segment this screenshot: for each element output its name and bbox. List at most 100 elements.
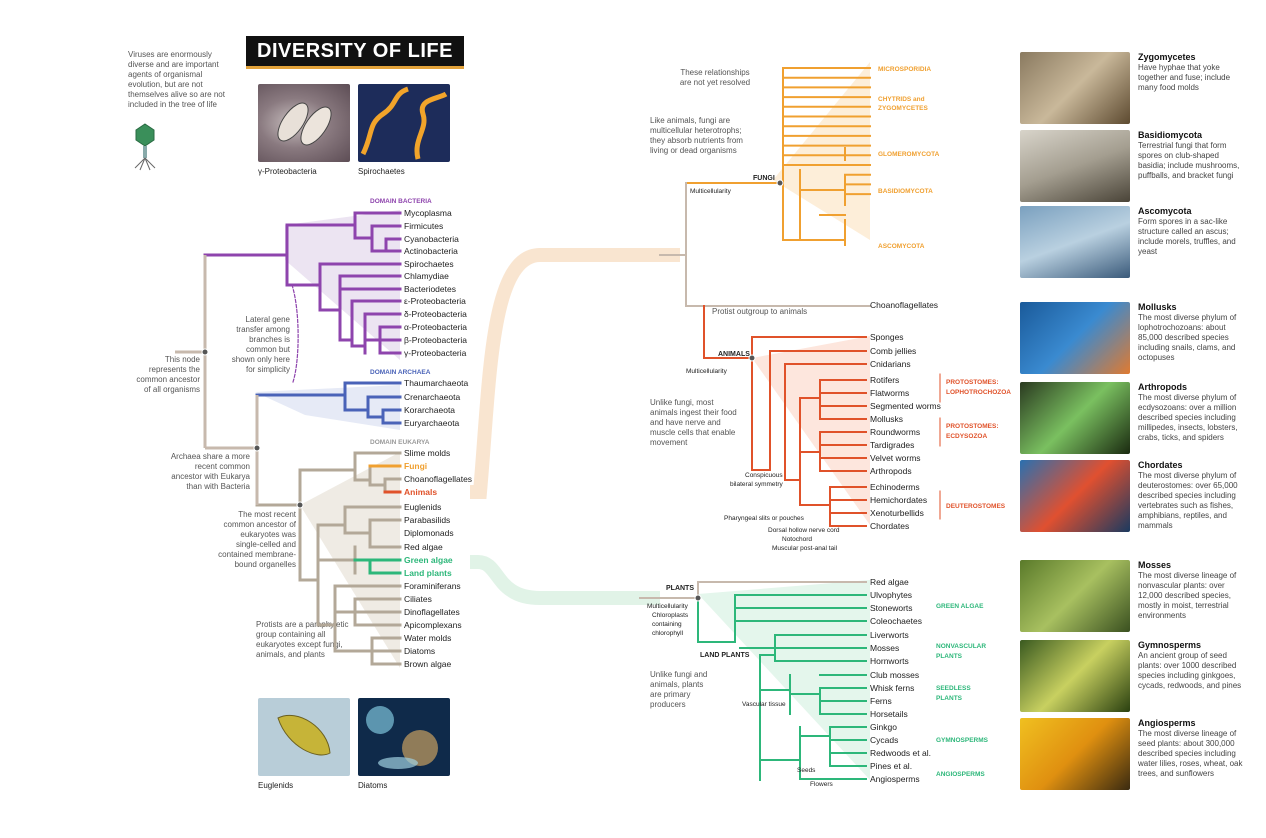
fungi-group-label: ZYGOMYCETES <box>878 105 929 112</box>
eukarya-taxon: Slime molds <box>404 448 450 458</box>
sidebar-photo <box>1020 302 1130 374</box>
plant-trait: chlorophyll <box>652 630 684 637</box>
sidebar-text: The most diverse phylum of lophotrochozo… <box>1138 313 1236 362</box>
plant-taxon: Pines et al. <box>870 761 912 771</box>
sidebar-text: Form spores in a sac-like structure call… <box>1138 217 1236 256</box>
eukarya-node <box>297 502 303 508</box>
animal-taxon: Tardigrades <box>870 440 914 450</box>
plant-trait: Chloroplasts <box>652 612 689 619</box>
animal-taxon: Sponges <box>870 332 904 342</box>
fungi-group-label: CHYTRIDS and <box>878 96 925 103</box>
animal-group-label: PROTOSTOMES: <box>946 379 999 386</box>
sidebar-description: AscomycotaForm spores in a sac-like stru… <box>1138 206 1246 257</box>
plant-group-label: ANGIOSPERMS <box>936 771 985 778</box>
lateral-transfer-arrow <box>292 285 298 382</box>
plant-taxon: Club mosses <box>870 670 919 680</box>
bacteria-taxon: δ-Proteobacteria <box>404 309 467 319</box>
plant-taxon: Stoneworts <box>870 603 913 613</box>
animal-taxon: Hemichordates <box>870 495 927 505</box>
branch <box>257 470 300 580</box>
animal-taxon: Flatworms <box>870 388 909 398</box>
ae-node <box>254 445 260 451</box>
sidebar-photo <box>1020 206 1130 278</box>
eukarya-taxon: Foraminiferans <box>404 581 461 591</box>
bacteria-taxon: ε-Proteobacteria <box>404 296 466 306</box>
eukarya-taxon: Ciliates <box>404 594 432 604</box>
domain-eukarya-label: DOMAIN EUKARYA <box>370 439 430 446</box>
archaea-taxon: Euryarchaeota <box>404 418 460 428</box>
animal-trait: Pharyngeal slits or pouches <box>724 515 805 522</box>
plant-taxon: Whisk ferns <box>870 683 914 693</box>
animal-trait: Dorsal hollow nerve cord <box>768 527 840 534</box>
eukarya-taxon: Euglenids <box>404 502 441 512</box>
bacteria-taxon: Cyanobacteria <box>404 234 459 244</box>
plant-taxon: Coleochaetes <box>870 616 922 626</box>
eukarya-taxon: Green algae <box>404 555 453 565</box>
plants-node <box>695 595 701 601</box>
plants-label: PLANTS <box>666 585 694 592</box>
root-node <box>202 349 208 355</box>
animal-group-label: ECDYSOZOA <box>946 433 987 440</box>
animal-taxon: Velvet worms <box>870 453 921 463</box>
animals-node <box>749 355 755 361</box>
bacteria-taxon: Bacteriodetes <box>404 284 456 294</box>
eukarya-taxon: Diatoms <box>404 646 435 656</box>
fungi-like-animals-note: Like animals, fungi are multicellular he… <box>650 116 746 156</box>
animal-taxon: Roundworms <box>870 427 920 437</box>
eukarya-taxon: Parabasilids <box>404 515 450 525</box>
land-plants-label: LAND PLANTS <box>700 652 750 659</box>
fungi-node <box>777 180 783 186</box>
plant-taxon: Liverworts <box>870 630 909 640</box>
animal-group-label: LOPHOTROCHOZOA <box>946 389 1011 396</box>
archaea-taxon: Crenarchaeota <box>404 392 461 402</box>
animal-taxon: Echinoderms <box>870 482 920 492</box>
sidebar-description: ArthropodsThe most diverse phylum of ecd… <box>1138 382 1246 443</box>
eukarya-taxon: Water molds <box>404 633 451 643</box>
plant-taxon: Red algae <box>870 577 909 587</box>
plant-taxon: Angiosperms <box>870 774 920 784</box>
fungi-group-label: ASCOMYCOTA <box>878 243 925 250</box>
sidebar-title: Basidiomycota <box>1138 130 1246 140</box>
sidebar-description: ZygomycetesHave hyphae that yoke togethe… <box>1138 52 1246 93</box>
bacteria-taxon: α-Proteobacteria <box>404 322 467 332</box>
sidebar-photo <box>1020 130 1130 202</box>
plant-trait: Vascular tissue <box>742 701 786 708</box>
eukarya-taxon: Animals <box>404 487 437 497</box>
sidebar-description: MossesThe most diverse lineage of nonvas… <box>1138 560 1246 621</box>
protist-outgroup-note: Protist outgroup to animals <box>712 307 852 317</box>
animal-taxon: Comb jellies <box>870 346 916 356</box>
fungi-group-label: BASIDIOMYCOTA <box>878 188 933 195</box>
plant-taxon: Ulvophytes <box>870 590 912 600</box>
fungi-outer-stem <box>660 183 686 255</box>
sidebar-photo <box>1020 460 1130 532</box>
animals-trait: Multicellularity <box>686 368 728 375</box>
sidebar-title: Ascomycota <box>1138 206 1246 216</box>
sidebar-title: Chordates <box>1138 460 1246 470</box>
eukarya-taxon: Diplomonads <box>404 528 454 538</box>
unresolved-note: These relationships are not yet resolved <box>674 68 756 88</box>
sidebar-text: Have hyphae that yoke together and fuse;… <box>1138 63 1230 92</box>
plant-taxon: Hornworts <box>870 656 909 666</box>
sidebar-title: Mosses <box>1138 560 1246 570</box>
animals-label: ANIMALS <box>718 351 750 358</box>
plant-taxon: Cycads <box>870 735 898 745</box>
plants-primary-note: Unlike fungi and animals, plants are pri… <box>650 670 710 710</box>
eukarya-taxon: Choanoflagellates <box>404 474 472 484</box>
animal-trait: Notochord <box>782 536 812 543</box>
sidebar-photo <box>1020 718 1130 790</box>
animal-taxon: Cnidarians <box>870 359 911 369</box>
domain-bacteria-label: DOMAIN BACTERIA <box>370 198 432 205</box>
sidebar-photo <box>1020 382 1130 454</box>
plant-group-label: PLANTS <box>936 653 963 660</box>
plant-group-label: GREEN ALGAE <box>936 603 984 610</box>
sidebar-photo <box>1020 52 1130 124</box>
plant-taxon: Ferns <box>870 696 892 706</box>
sidebar-text: The most diverse phylum of deuterostomes… <box>1138 471 1238 530</box>
sidebar-title: Arthropods <box>1138 382 1246 392</box>
domain-archaea-label: DOMAIN ARCHAEA <box>370 369 431 376</box>
